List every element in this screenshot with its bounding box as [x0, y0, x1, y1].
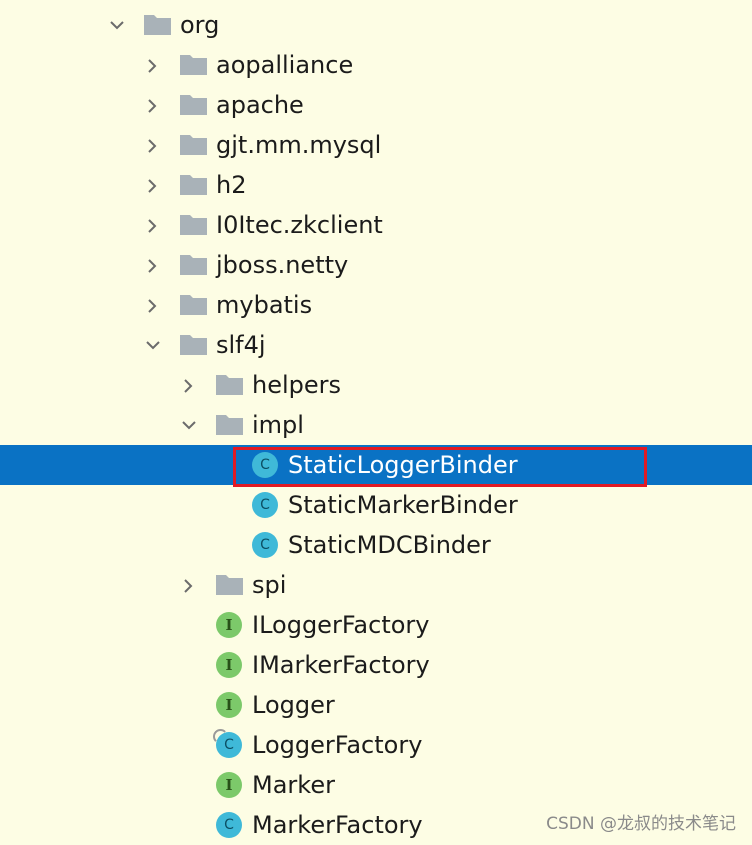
class-icon: C: [213, 729, 242, 758]
tree-label: h2: [216, 171, 247, 199]
folder-icon: [180, 253, 207, 275]
class-badge-letter: C: [224, 737, 234, 753]
class-icon: C: [252, 492, 278, 518]
chevron-right-icon[interactable]: [182, 579, 194, 593]
chevron-right-icon[interactable]: [146, 219, 158, 233]
tree-label: aopalliance: [216, 51, 354, 79]
tree-label: StaticMarkerBinder: [288, 491, 518, 519]
tree-label: jboss.netty: [216, 251, 349, 279]
tree-label: ILoggerFactory: [252, 611, 430, 639]
tree-row-static-mdc-binder[interactable]: C StaticMDCBinder: [0, 525, 752, 565]
tree-row-marker[interactable]: I Marker: [0, 765, 752, 805]
tree-row-org[interactable]: org: [0, 5, 752, 45]
chevron-right-icon[interactable]: [146, 99, 158, 113]
tree-label: LoggerFactory: [252, 731, 423, 759]
chevron-right-icon[interactable]: [182, 379, 194, 393]
tree-label: slf4j: [216, 331, 266, 359]
class-icon: C: [252, 532, 278, 558]
class-icon: C: [252, 452, 278, 478]
tree-row-static-logger-binder[interactable]: C StaticLoggerBinder: [0, 445, 752, 487]
chevron-down-icon[interactable]: [110, 19, 124, 31]
tree-label: impl: [252, 411, 304, 439]
tree-row-slf4j[interactable]: slf4j: [0, 325, 752, 365]
tree-label: I0Itec.zkclient: [216, 211, 383, 239]
tree-label: Marker: [252, 771, 335, 799]
tree-label: org: [180, 11, 220, 39]
tree-label: IMarkerFactory: [252, 651, 430, 679]
project-tree: org aopalliance apache gjt.mm.mysql: [0, 5, 752, 845]
class-badge-letter: C: [260, 537, 270, 553]
tree-label: apache: [216, 91, 304, 119]
tree-row-imarkerfactory[interactable]: I IMarkerFactory: [0, 645, 752, 685]
tree-row-impl[interactable]: impl: [0, 405, 752, 445]
interface-badge-letter: I: [225, 775, 233, 794]
interface-icon: I: [216, 652, 242, 678]
tree-row-gjt[interactable]: gjt.mm.mysql: [0, 125, 752, 165]
tree-row-loggerfactory[interactable]: C LoggerFactory: [0, 725, 752, 765]
tree-label: Logger: [252, 691, 335, 719]
tree-label: StaticLoggerBinder: [288, 451, 518, 479]
chevron-right-icon[interactable]: [146, 259, 158, 273]
interface-icon: I: [216, 772, 242, 798]
tree-label: MarkerFactory: [252, 811, 423, 839]
tree-row-i0itec[interactable]: I0Itec.zkclient: [0, 205, 752, 245]
chevron-down-icon[interactable]: [146, 339, 160, 351]
tree-row-h2[interactable]: h2: [0, 165, 752, 205]
folder-icon: [180, 333, 207, 355]
class-badge-letter: C: [260, 497, 270, 513]
interface-badge-letter: I: [225, 615, 233, 634]
tree-row-iloggerfactory[interactable]: I ILoggerFactory: [0, 605, 752, 645]
interface-icon: I: [216, 692, 242, 718]
folder-icon: [180, 53, 207, 75]
tree-row-logger[interactable]: I Logger: [0, 685, 752, 725]
tree-row-apache[interactable]: apache: [0, 85, 752, 125]
folder-icon: [180, 133, 207, 155]
tree-label: mybatis: [216, 291, 313, 319]
tree-label: gjt.mm.mysql: [216, 131, 382, 159]
folder-icon: [216, 573, 243, 595]
interface-badge-letter: I: [225, 655, 233, 674]
folder-icon: [180, 213, 207, 235]
tree-label: spi: [252, 571, 287, 599]
folder-icon: [144, 13, 171, 35]
chevron-right-icon[interactable]: [146, 139, 158, 153]
class-icon: C: [216, 812, 242, 838]
tree-row-aopalliance[interactable]: aopalliance: [0, 45, 752, 85]
class-badge-letter: C: [224, 817, 234, 833]
class-badge-letter: C: [260, 457, 270, 473]
folder-icon: [216, 373, 243, 395]
tree-row-static-marker-binder[interactable]: C StaticMarkerBinder: [0, 485, 752, 525]
tree-row-spi[interactable]: spi: [0, 565, 752, 605]
interface-badge-letter: I: [225, 695, 233, 714]
watermark: CSDN @龙叔的技术笔记: [546, 814, 736, 834]
tree-row-mybatis[interactable]: mybatis: [0, 285, 752, 325]
tree-row-jboss[interactable]: jboss.netty: [0, 245, 752, 285]
folder-icon: [180, 93, 207, 115]
folder-icon: [180, 173, 207, 195]
chevron-right-icon[interactable]: [146, 179, 158, 193]
final-modifier-icon: [213, 729, 228, 744]
chevron-down-icon[interactable]: [182, 419, 196, 431]
chevron-right-icon[interactable]: [146, 299, 158, 313]
tree-row-helpers[interactable]: helpers: [0, 365, 752, 405]
folder-icon: [180, 293, 207, 315]
tree-label: StaticMDCBinder: [288, 531, 491, 559]
chevron-right-icon[interactable]: [146, 59, 158, 73]
tree-row-markerfactory[interactable]: C MarkerFactory: [0, 805, 752, 845]
folder-icon: [216, 413, 243, 435]
tree-label: helpers: [252, 371, 342, 399]
interface-icon: I: [216, 612, 242, 638]
